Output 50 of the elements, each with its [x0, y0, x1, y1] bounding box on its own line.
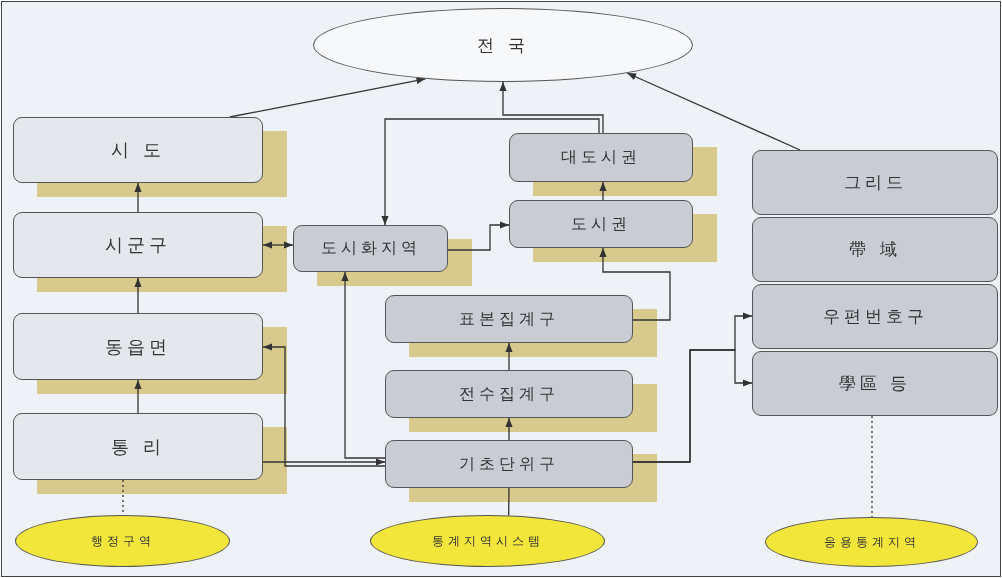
arrow [262, 241, 294, 249]
arrow [599, 247, 671, 321]
process-box [385, 370, 633, 418]
arrow [134, 277, 142, 314]
process-box [509, 200, 693, 248]
arrow [505, 342, 513, 371]
node-label: 동읍면 [105, 334, 171, 359]
node-label: 대도시권 [561, 147, 641, 168]
arrow [341, 271, 386, 459]
arrow [505, 417, 513, 441]
process-box [385, 440, 633, 488]
arrow [134, 182, 142, 213]
arrow [447, 221, 510, 251]
process-box [752, 150, 998, 215]
node-label: 시군구 [105, 233, 171, 257]
node-label: 통 리 [111, 434, 165, 459]
node-label: 응용통계지역 [823, 533, 920, 551]
node-label: 행정구역 [90, 532, 155, 550]
arrow [626, 72, 801, 151]
node-label: 學區 등 [838, 372, 912, 395]
arrow [499, 81, 604, 134]
node-label: 기초단위구 [459, 453, 559, 475]
node-label: 도시권 [571, 213, 631, 235]
arrow [134, 379, 142, 414]
process-box [13, 117, 263, 183]
process-box [13, 413, 263, 480]
node-label: 통계지역시스템 [431, 532, 544, 550]
arrow [632, 349, 753, 463]
node-label: 표본집계구 [459, 308, 559, 330]
process-box [13, 212, 263, 278]
process-box [752, 284, 998, 349]
arrow [229, 76, 427, 118]
node-label: 그리드 [843, 171, 907, 194]
node-label: 시 도 [111, 138, 165, 162]
arrow [262, 458, 386, 466]
node-label: 도시화지역 [320, 238, 421, 259]
node-label: 우편번호구 [822, 305, 928, 328]
arrow [599, 181, 607, 201]
process-box [385, 295, 633, 343]
connector-line [508, 487, 510, 517]
process-box [293, 225, 448, 272]
node-label: 帶 域 [849, 238, 901, 261]
process-box [752, 351, 998, 416]
process-box [752, 217, 998, 282]
arrow [262, 343, 386, 467]
process-box [509, 133, 693, 182]
process-box [13, 313, 263, 380]
arrow [381, 118, 600, 226]
node-label: 전수집계구 [459, 383, 559, 405]
node-label: 전 국 [477, 33, 529, 57]
